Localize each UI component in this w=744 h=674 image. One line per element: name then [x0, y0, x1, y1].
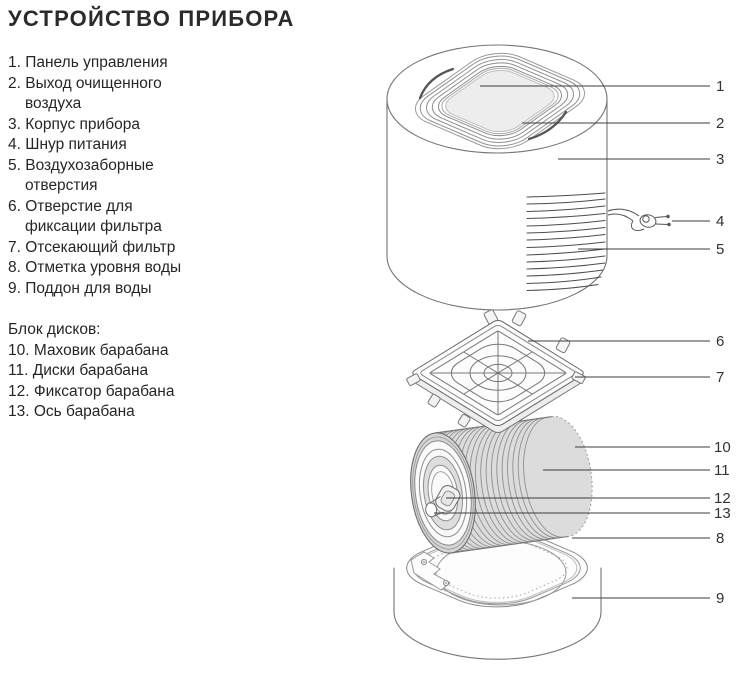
power-cord-plug-icon	[607, 208, 671, 232]
callout-number: 10	[714, 439, 731, 456]
parts-list-item: 11. Диски барабана	[8, 362, 149, 379]
parts-legend: УСТРОЙСТВО ПРИБОРА 1. Панель управления …	[8, 6, 338, 423]
parts-list-item: 7. Отсекающий фильтр	[8, 238, 176, 256]
tray-bracket	[410, 551, 451, 591]
callout-number: 2	[716, 115, 724, 132]
callout-number: 9	[716, 590, 724, 607]
drum-flywheel-face	[410, 432, 476, 554]
air-intake-slots	[526, 192, 606, 291]
parts-list-item: 3. Корпус прибора	[8, 115, 140, 133]
water-level-mark	[409, 530, 584, 605]
page-title: УСТРОЙСТВО ПРИБОРА	[8, 6, 295, 31]
parts-list-item: 9. Поддон для воды	[8, 279, 152, 297]
main-unit-drawing	[386, 44, 671, 311]
callout-number: 3	[716, 151, 724, 168]
callout-number: 4	[716, 213, 724, 230]
callout-number: 11	[714, 462, 730, 479]
parts-list-item: 4. Шнур питания	[8, 136, 127, 153]
filter-grid-pattern	[429, 331, 566, 416]
callout-number: 8	[716, 530, 724, 547]
parts-subtitle: Блок дисков:	[8, 321, 101, 338]
parts-list: 1. Панель управления 2. Выход очищенного…	[8, 53, 198, 299]
callout-number: 7	[716, 369, 724, 386]
parts-list-item: 8. Отметка уровня воды	[8, 259, 182, 276]
filter-frame-drawing	[406, 309, 586, 434]
parts-list-item: 1. Панель управления	[8, 54, 168, 71]
callouts: 1 2 3 4 5 6 7 10 11 12 13 8 9	[434, 78, 731, 607]
parts-list-item: 12. Фиксатор барабана	[8, 382, 175, 400]
callout-number: 6	[716, 333, 724, 350]
callout-number: 12	[714, 490, 731, 507]
callout-number: 1	[716, 78, 724, 95]
callout-number: 13	[714, 505, 731, 522]
callout-number: 5	[716, 241, 724, 258]
parts-list-item: 2. Выход очищенного воздуха	[8, 74, 162, 113]
parts-list-item: 13. Ось барабана	[8, 403, 135, 420]
disc-block-list: 10. Маховик барабана 11. Диски барабана …	[8, 341, 198, 423]
parts-list-item: 6. Отверстие для фиксации фильтра	[8, 197, 162, 236]
disc-drum-drawing	[410, 416, 593, 554]
parts-list-item: 5. Воздухозаборные отверстия	[8, 156, 154, 195]
parts-list-item: 10. Маховик барабана	[8, 341, 169, 359]
